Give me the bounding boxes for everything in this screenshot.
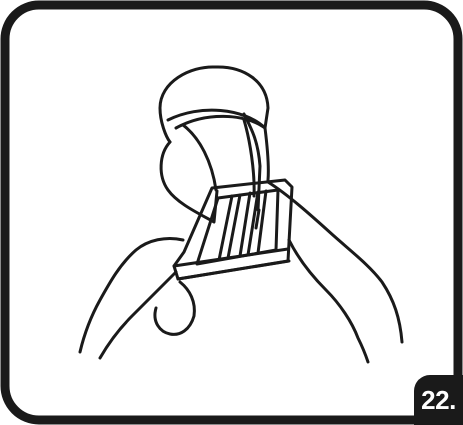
step-number-badge: 22. xyxy=(414,375,463,425)
